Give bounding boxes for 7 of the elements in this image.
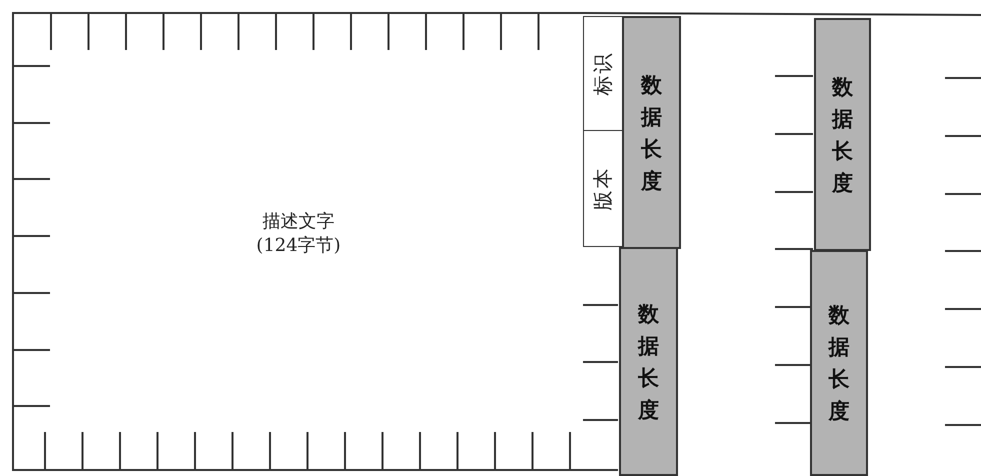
data-length-field: 数据长度 [619,247,678,476]
header-field: 版本 [583,130,623,247]
data-length-field: 数据长度 [810,250,868,476]
data-length-field: 数据长度 [814,18,871,251]
data-length-field: 数据长度 [622,16,681,249]
header-field: 标识 [583,16,623,131]
description-text: 描述文字 (124字节) [255,210,342,258]
